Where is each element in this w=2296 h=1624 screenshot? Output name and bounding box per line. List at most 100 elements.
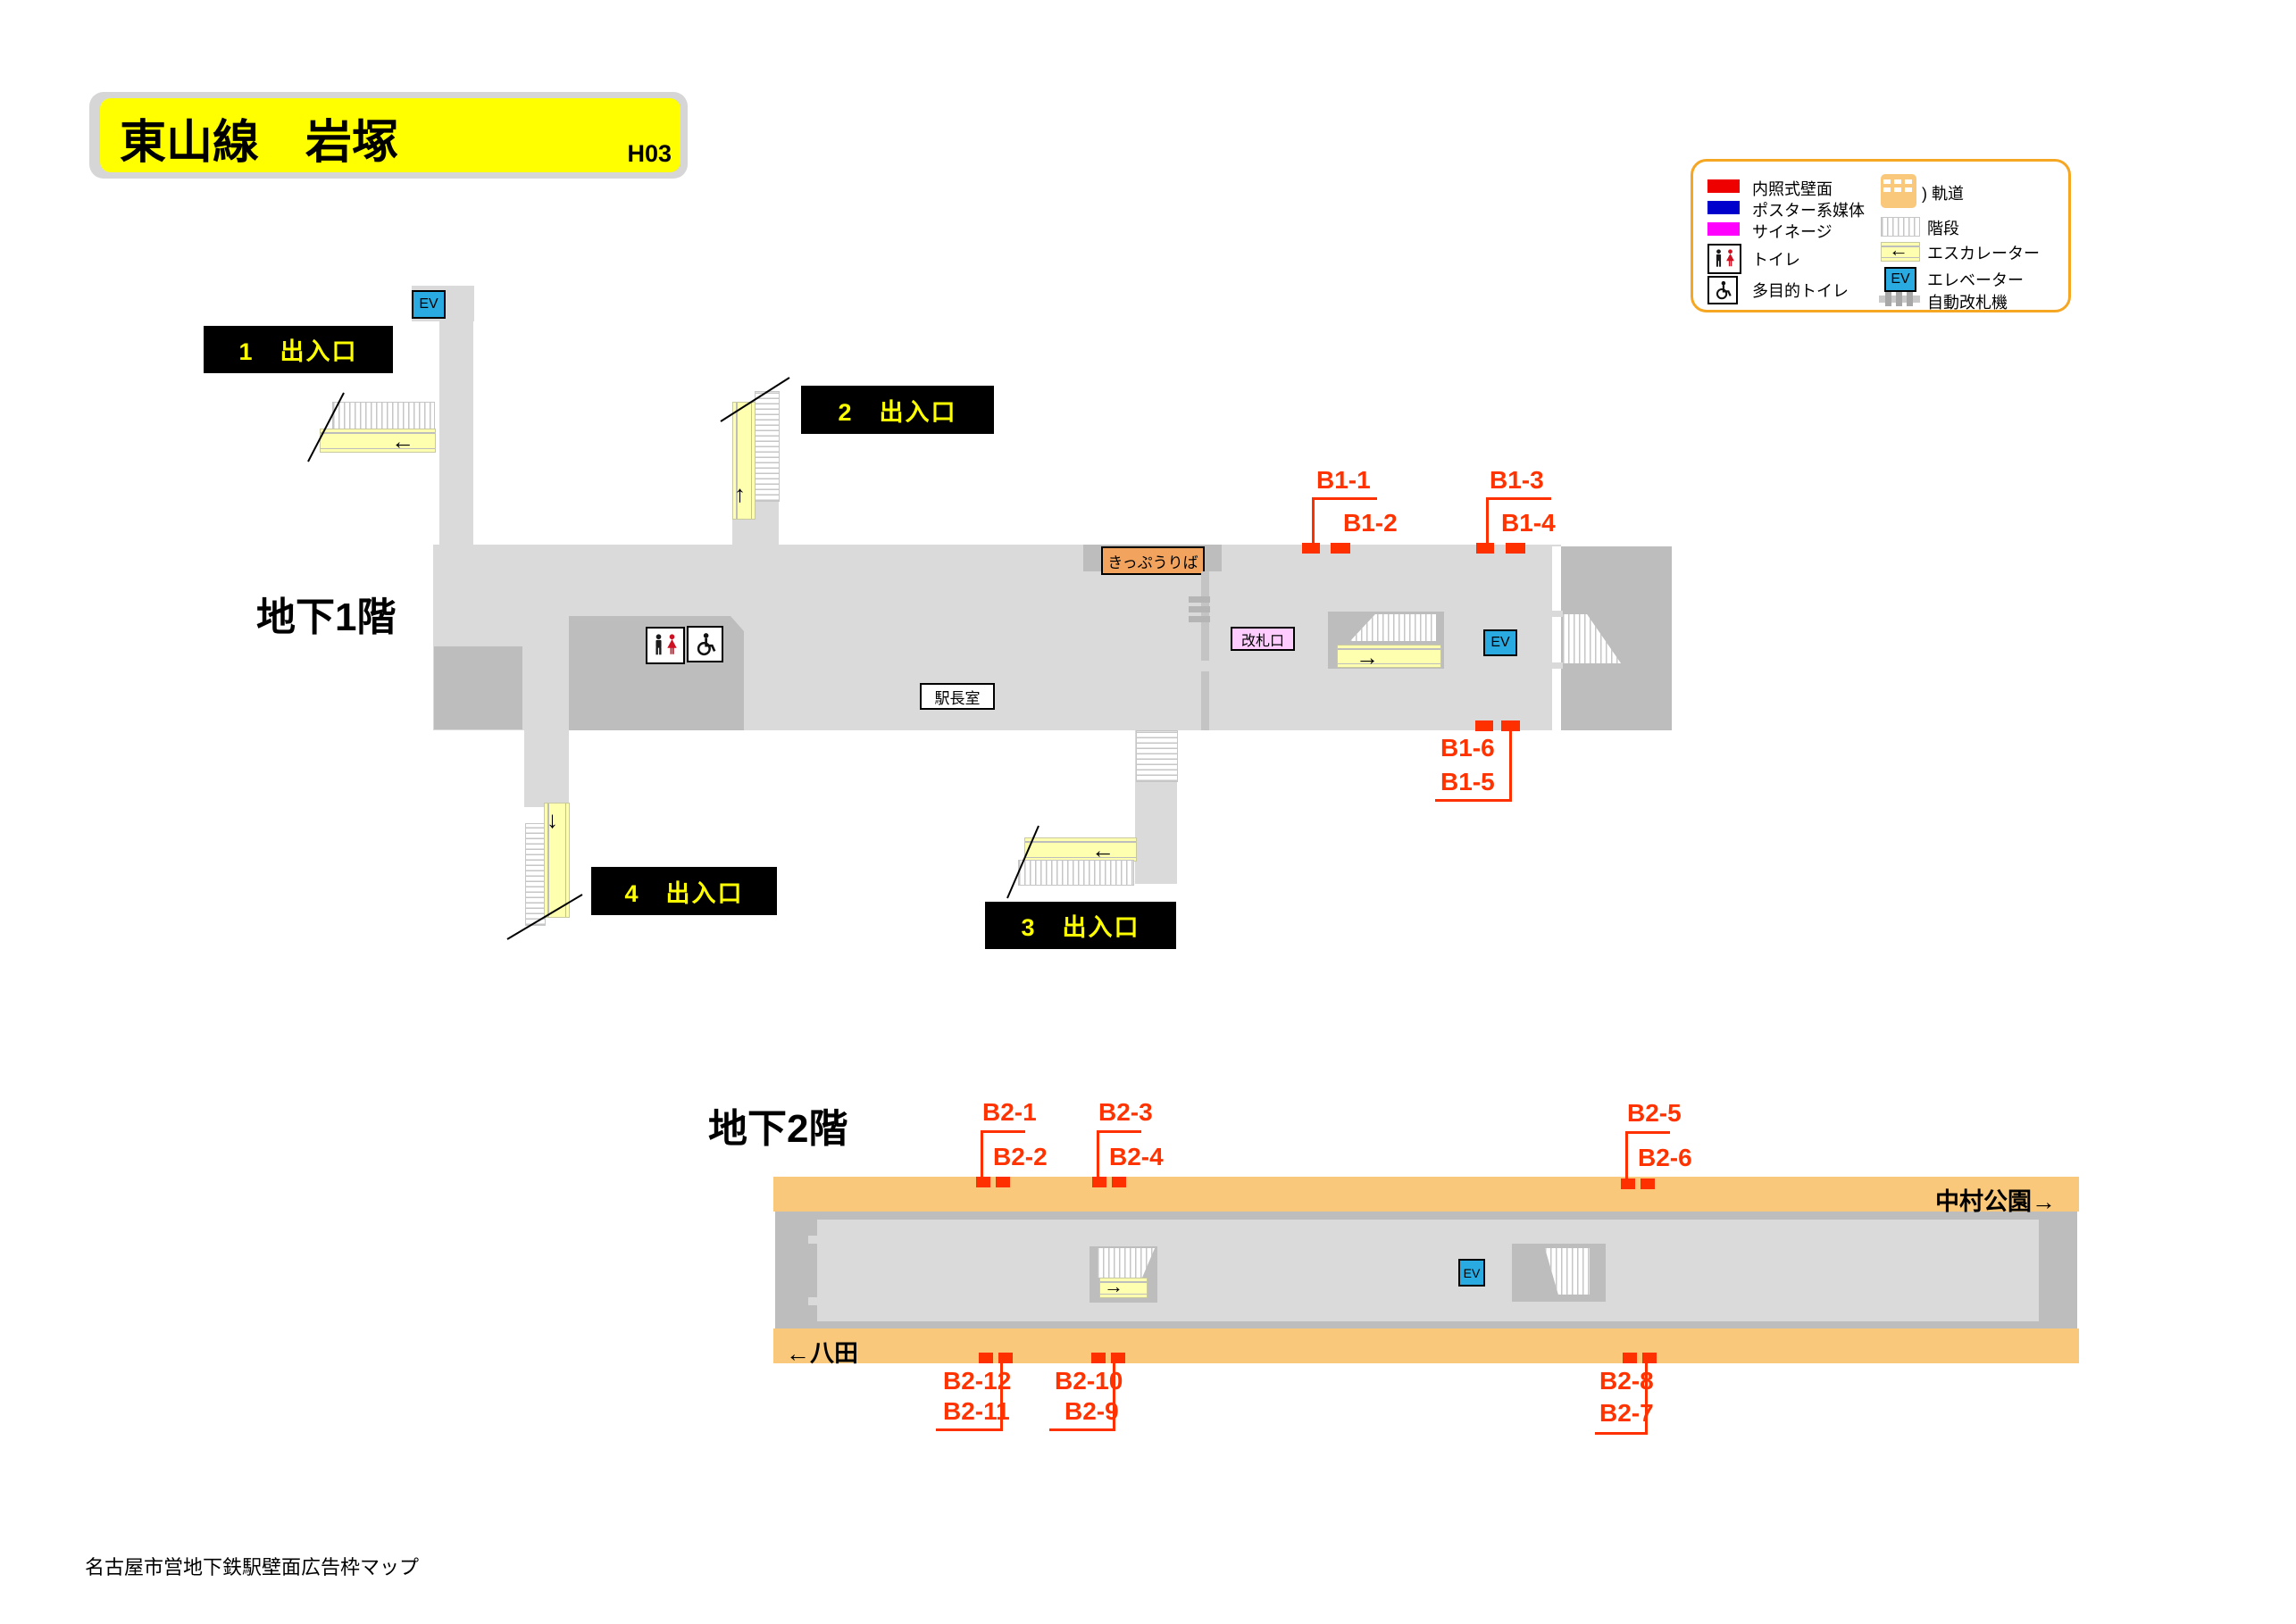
legend-signage-swatch	[1707, 222, 1740, 236]
spot-label-B1-6: B1-6	[1440, 734, 1495, 762]
leader-b2-1h	[981, 1130, 1025, 1133]
leader-b2-5h	[1625, 1131, 1670, 1134]
spot-label-B2-1: B2-1	[982, 1098, 1037, 1126]
b1-elevator-left: EV	[412, 290, 446, 319]
leader-b2-11h	[936, 1428, 1003, 1431]
ad-spot-B2-7	[1642, 1353, 1657, 1363]
spot-label-B2-3: B2-3	[1098, 1098, 1153, 1126]
title-banner-inner	[100, 98, 680, 172]
legend: 内照式壁面 ポスター系媒体 サイネージ トイレ 多目的トイレ ) 軌道 階段 ←…	[1691, 159, 2071, 312]
spot-label-B2-12: B2-12	[943, 1367, 1012, 1395]
exit1-stairs	[332, 402, 435, 430]
escalator-arrow-icon: ←	[1889, 238, 1908, 261]
ad-spot-B2-4	[1112, 1177, 1126, 1187]
ad-spot-B1-6	[1475, 720, 1493, 731]
elevator-icon: EV	[1884, 267, 1916, 292]
b2-floor-label: 地下2階	[708, 1107, 848, 1151]
b2-left-tab-bottom	[808, 1297, 824, 1305]
leader-b1-3h	[1486, 497, 1551, 500]
leader-b2-3	[1097, 1130, 1099, 1177]
legend-toilet-label: トイレ	[1752, 251, 1800, 269]
ad-spot-B2-5	[1621, 1178, 1635, 1189]
exit3-bottom-stairs	[1018, 860, 1134, 886]
exit3-escalator	[1024, 837, 1137, 862]
spot-label-B2-6: B2-6	[1638, 1144, 1692, 1171]
b2-mid-escalator-arrow: →	[1104, 1275, 1123, 1297]
exit3-top-stairs	[1136, 730, 1178, 782]
toilet-icon	[1707, 244, 1741, 274]
exit4-escalator-arrow: ↓	[547, 806, 558, 833]
legend-poster-swatch	[1707, 201, 1740, 214]
leader-b1-1	[1312, 497, 1315, 544]
female-figure-icon	[667, 634, 677, 654]
legend-gates-label: 自動改札機	[1927, 294, 2008, 312]
b2-platform	[817, 1220, 2039, 1321]
spot-label-B2-7: B2-7	[1599, 1399, 1654, 1427]
ad-spot-B2-8	[1623, 1353, 1637, 1363]
wheelchair-icon	[1707, 276, 1738, 304]
ticket-office-label: きっぷうりば	[1101, 546, 1205, 575]
escalator-icon: ←	[1881, 238, 1920, 262]
direction-nakamura-koen: 中村公園→	[1935, 1188, 2056, 1215]
male-figure-icon	[1716, 249, 1722, 267]
ad-spot-B2-2	[996, 1177, 1010, 1187]
b1-mid-escalator	[1337, 645, 1441, 668]
spot-label-B1-3: B1-3	[1490, 466, 1544, 494]
leader-b2-3h	[1097, 1130, 1141, 1133]
leader-b1-5h	[1435, 799, 1512, 802]
b1-mid-escalator-arrow: →	[1356, 644, 1379, 670]
leader-b1-1h	[1312, 497, 1377, 500]
spot-label-B2-4: B2-4	[1109, 1143, 1164, 1170]
ad-spot-B2-3	[1092, 1177, 1106, 1187]
page-title: 東山線 岩塚	[120, 117, 399, 169]
spot-label-B2-10: B2-10	[1055, 1367, 1123, 1395]
direction-hatta: ←八田	[786, 1340, 858, 1367]
station-code: H03	[627, 140, 672, 167]
legend-wall-ad-label: 内照式壁面	[1752, 180, 1833, 198]
spot-label-B2-5: B2-5	[1627, 1099, 1682, 1127]
b1-right-wall-tab-bottom	[1550, 662, 1563, 669]
exit1-escalator	[320, 429, 436, 453]
legend-stairs-label: 階段	[1927, 220, 1959, 237]
exit3-sign: 3 出入口	[985, 902, 1176, 949]
b1-floor-label: 地下1階	[256, 595, 397, 639]
leader-b2-11	[1000, 1363, 1003, 1431]
station-office-label: 駅長室	[920, 683, 995, 710]
exit1-sign: 1 出入口	[204, 326, 393, 373]
legend-escalator-label: エスカレーター	[1927, 245, 2040, 262]
spot-label-B1-1: B1-1	[1316, 466, 1371, 494]
ad-spot-B2-11	[998, 1353, 1013, 1363]
ad-spot-B2-12	[979, 1353, 993, 1363]
ad-spot-B1-1	[1302, 543, 1320, 554]
footer-caption: 名古屋市営地下鉄駅壁面広告枠マップ	[85, 1556, 420, 1578]
b1-toilet-sign	[646, 627, 685, 664]
stairs-icon	[1881, 217, 1920, 237]
female-figure-icon	[1726, 249, 1734, 267]
b1-room-left	[434, 646, 522, 729]
b1-exit1-corridor	[439, 286, 473, 546]
b2-mid-escalator	[1099, 1278, 1148, 1298]
wheelchair-glyph	[1716, 280, 1732, 300]
track-icon	[1881, 174, 1916, 208]
title-banner: 東山線 岩塚 H03	[89, 92, 688, 179]
spot-label-B1-2: B1-2	[1343, 509, 1398, 537]
b1-right-wall-tab-top	[1550, 611, 1563, 617]
ad-spot-B1-3	[1476, 543, 1494, 554]
legend-poster-label: ポスター系媒体	[1752, 202, 1865, 220]
b2-track-down	[773, 1328, 2079, 1363]
ad-spot-B2-10	[1091, 1353, 1106, 1363]
gate-label: 改札口	[1231, 627, 1295, 651]
exit4-sign: 4 出入口	[591, 867, 777, 915]
legend-signage-label: サイネージ	[1752, 223, 1833, 241]
leader-b1-5	[1509, 731, 1512, 802]
leader-b1-3	[1486, 497, 1489, 544]
leader-b2-9	[1113, 1363, 1115, 1431]
ad-spot-B1-5	[1501, 720, 1520, 731]
ad-spot-B1-4	[1506, 543, 1525, 554]
leader-b2-9h	[1049, 1428, 1115, 1431]
legend-track-label: ) 軌道	[1922, 185, 1964, 203]
exit3-escalator-arrow: ←	[1091, 837, 1115, 863]
spot-label-B2-9: B2-9	[1065, 1397, 1119, 1425]
b2-elevator: EV	[1458, 1259, 1485, 1287]
spot-label-B1-5: B1-5	[1440, 768, 1495, 795]
